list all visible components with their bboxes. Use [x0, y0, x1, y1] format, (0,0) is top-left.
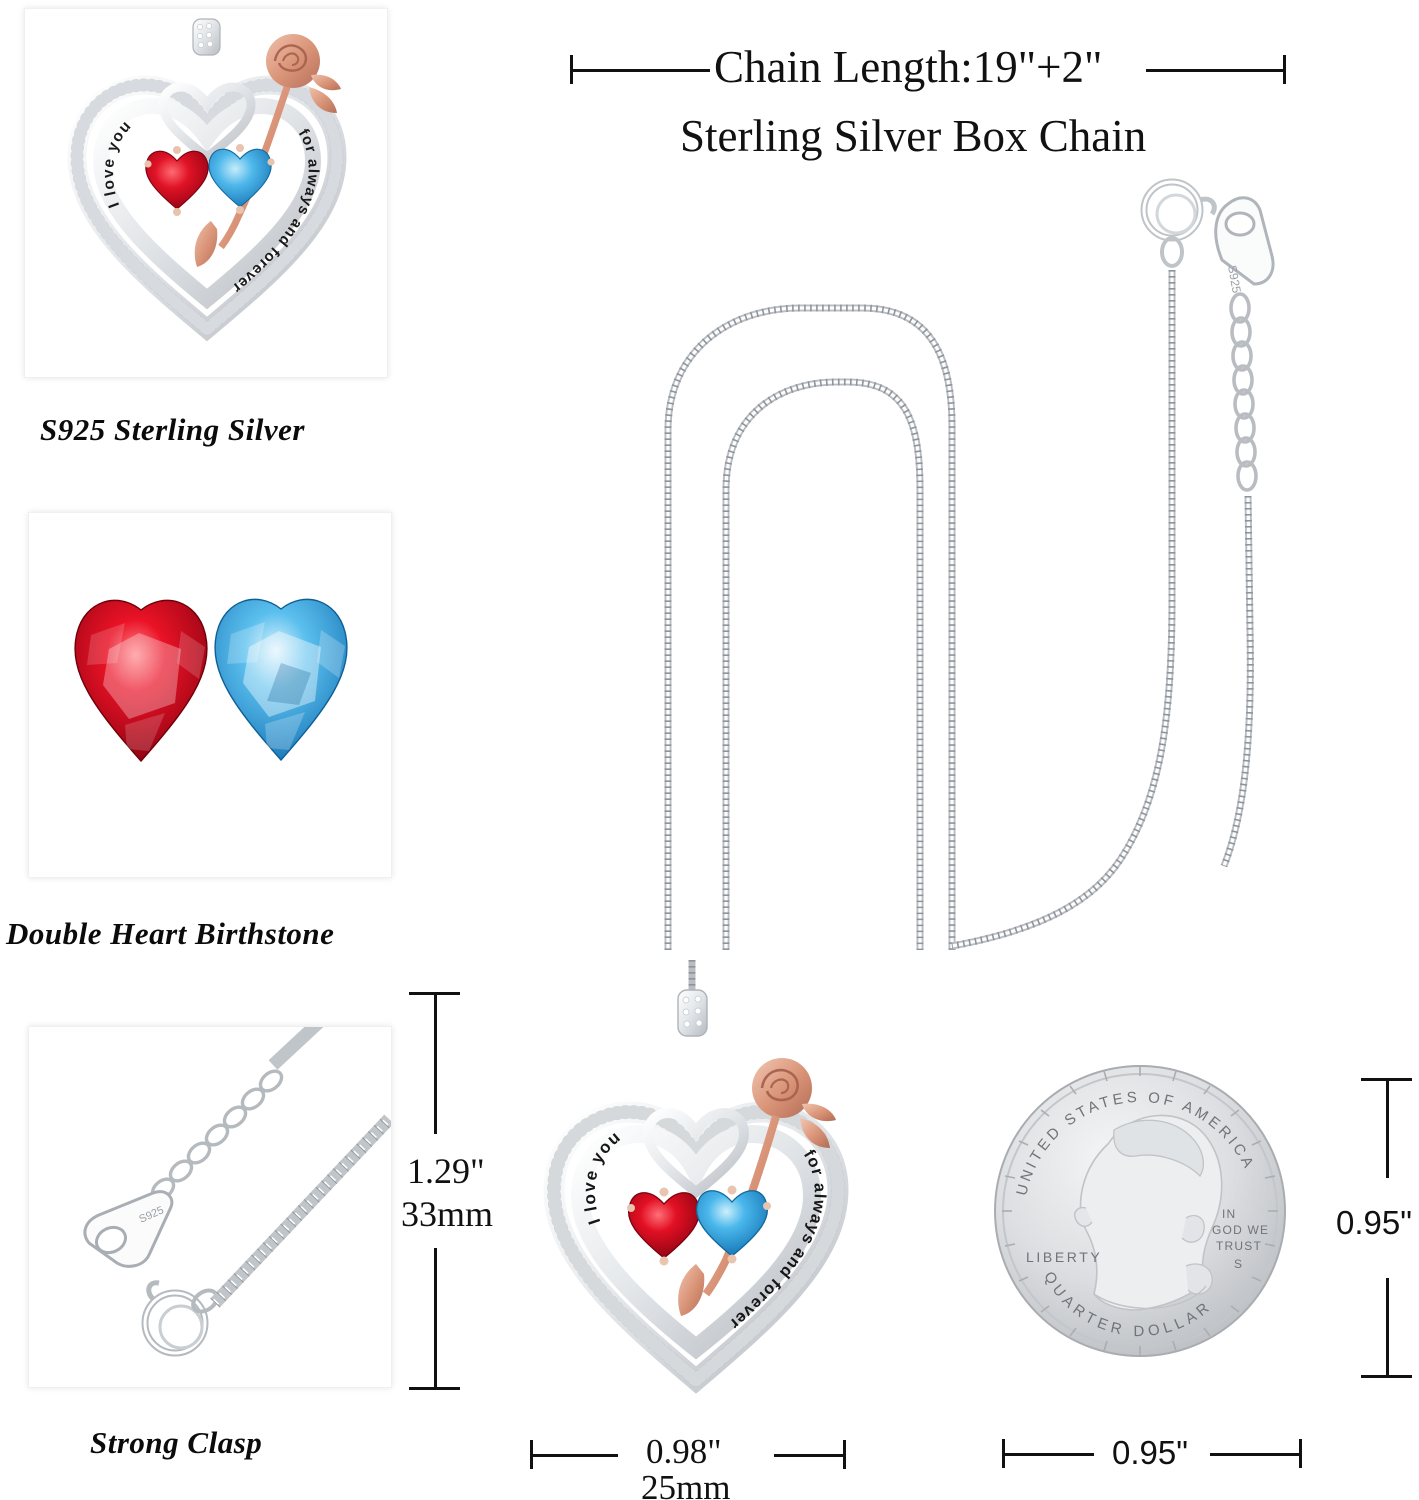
pendant-width-mm-label: 25mm	[641, 1468, 731, 1500]
dim-rule-bottom	[433, 1248, 437, 1390]
chain-extender-strand	[1229, 292, 1258, 492]
pendant-width-inch-label: 0.98"	[646, 1432, 722, 1471]
rose-gold-rose-icon	[194, 34, 341, 267]
clasp-illustration: S925	[29, 1027, 391, 1387]
caption-double-heart-birthstone: Double Heart Birthstone	[6, 916, 335, 951]
feature-photo-sterling-silver: I love you for always and forever	[24, 8, 388, 378]
dim-rule-left-4	[1002, 1452, 1094, 1456]
chain-length-label: Chain Length:19"+2"	[714, 42, 1103, 92]
us-quarter-coin: UNITED STATES OF AMERICA QUARTER DOLLAR …	[990, 1058, 1290, 1364]
pendant-small-heart	[642, 1107, 750, 1199]
pendant-height-mm-label: 33mm	[401, 1194, 494, 1234]
feature-photo-double-heart-birthstone	[28, 512, 392, 878]
box-chain-strand-upper	[268, 1027, 324, 1070]
caption-strong-clasp: Strong Clasp	[90, 1425, 263, 1460]
dim-rule-right-4	[1210, 1452, 1302, 1456]
spring-ring-clasp-top	[1140, 178, 1217, 268]
chain-right-strand	[951, 270, 1176, 950]
pendant-ruby-heart	[628, 1192, 700, 1259]
chain-end-tag: S925	[1214, 196, 1275, 294]
coin-motto-line-1: IN	[1222, 1207, 1236, 1221]
coin-height-dimension-line	[1361, 1078, 1412, 1378]
pendant-large-illustration: I love you for always and forever	[520, 960, 880, 1430]
pendant-topaz-heart	[696, 1190, 768, 1257]
pendant-height-dimension-line	[409, 992, 460, 1390]
coin-width-dimension-line	[1002, 1439, 1302, 1468]
coin-height-label: 0.95"	[1336, 1204, 1412, 1241]
pendant-bail	[677, 989, 708, 1037]
two-gemstones-illustration	[29, 513, 391, 877]
dim-rule-left	[570, 68, 710, 72]
dim-rule-top	[433, 992, 437, 1134]
chain-illustration: S925	[600, 160, 1340, 950]
dim-rule-right-2	[774, 1453, 846, 1457]
dim-rule-left-2	[530, 1453, 618, 1457]
pendant-width-dimension-line	[530, 1440, 846, 1469]
pendant-engraving-left: I love you	[580, 1127, 625, 1227]
heart-pendant-illustration: I love you for always and forever	[25, 9, 387, 377]
clasp-end-tag: S925	[83, 1190, 174, 1268]
chain-length-dimension-line	[570, 55, 1286, 84]
coin-motto-line-2: GOD WE	[1212, 1223, 1269, 1237]
box-chain-strand	[210, 1114, 391, 1308]
dim-rule-bottom-3	[1385, 1278, 1389, 1378]
chain-inner-loop	[722, 378, 924, 950]
pendant-height-inch-label: 1.29"	[407, 1151, 485, 1191]
dim-rule-top-3	[1385, 1078, 1389, 1178]
coin-mint-mark: S	[1234, 1257, 1242, 1271]
chain-outer-loop	[664, 304, 956, 950]
coin-motto-line-3: TRUST	[1216, 1239, 1262, 1253]
dim-rule-right	[1146, 68, 1286, 72]
washington-bust	[1074, 1114, 1223, 1311]
red-heart-gemstone	[74, 599, 208, 763]
blue-heart-gemstone	[214, 598, 348, 762]
chain-stamp-text: S925	[1225, 264, 1244, 294]
pendant-inner-band	[570, 1124, 822, 1360]
caption-sterling-silver: S925 Sterling Silver	[40, 412, 305, 447]
feature-photo-strong-clasp: S925	[28, 1026, 392, 1388]
chain-extender-lower	[1220, 495, 1254, 868]
coin-liberty-legend: LIBERTY	[1026, 1249, 1102, 1265]
coin-width-label: 0.95"	[1112, 1434, 1188, 1471]
spring-ring-clasp	[141, 1280, 219, 1357]
chain-type-label: Sterling Silver Box Chain	[680, 111, 1147, 161]
